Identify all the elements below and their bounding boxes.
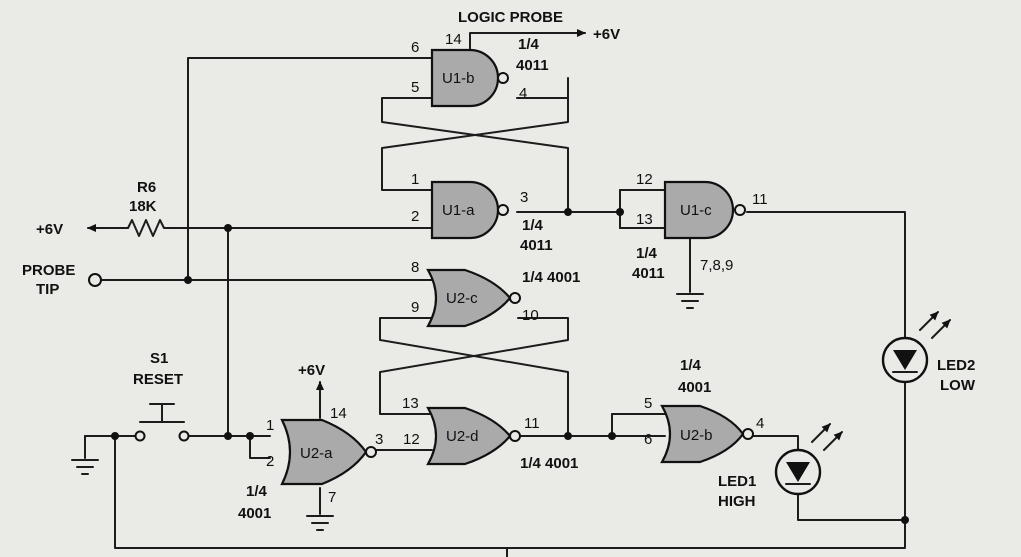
r6-ref-label: R6 — [137, 179, 156, 196]
pin-3-u2a: 3 — [375, 431, 383, 448]
supply-label-top: +6V — [593, 26, 620, 43]
u2d-part-label: 1/4 4001 — [520, 455, 578, 472]
u1b-quarter-label: 1/4 — [518, 36, 540, 53]
pin-14-u2a: 14 — [330, 405, 347, 422]
pin-3: 3 — [520, 189, 528, 206]
wiring — [84, 29, 906, 557]
led1-high — [774, 423, 843, 496]
u2a-ic-label: 4001 — [238, 505, 271, 522]
pin-9: 9 — [411, 299, 419, 316]
gate-label-u1b: U1-b — [442, 70, 475, 87]
pin-6-u2b: 6 — [644, 431, 652, 448]
u2b-quarter-label: 1/4 — [680, 357, 702, 374]
pin-8: 8 — [411, 259, 419, 276]
gate-u2c-nor — [426, 268, 521, 328]
pin-1-u2a: 1 — [266, 417, 274, 434]
pin-2-u2a: 2 — [266, 453, 274, 470]
pin-11-u2d: 11 — [524, 415, 540, 432]
pin-6: 6 — [411, 39, 419, 56]
gate-label-u2c: U2-c — [446, 290, 478, 307]
led1-state-label: HIGH — [718, 493, 756, 510]
u2a-quarter-label: 1/4 — [246, 483, 268, 500]
reset-switch-s1 — [134, 403, 190, 442]
probe-tip-terminal — [88, 273, 102, 287]
gate-label-u2d: U2-d — [446, 428, 479, 445]
gate-u1a-nand — [430, 180, 509, 240]
pin-11: 11 — [752, 191, 768, 208]
pin-10: 10 — [522, 307, 539, 324]
gate-u2a-nor — [280, 418, 377, 486]
ground-symbol-left — [71, 459, 99, 475]
u1a-quarter-label: 1/4 — [522, 217, 544, 234]
resistor-r6 — [127, 219, 169, 237]
switch-name-label: RESET — [133, 371, 183, 388]
probe-label-line2: TIP — [36, 281, 59, 298]
pin-7-u2a: 7 — [328, 489, 336, 506]
led2-ref-label: LED2 — [937, 357, 975, 374]
probe-label-line1: PROBE — [22, 262, 75, 279]
gate-label-u1a: U1-a — [442, 202, 475, 219]
pin-1: 1 — [411, 171, 419, 188]
schematic-title: LOGIC PROBE — [458, 9, 563, 26]
u1b-ic-label: 4011 — [516, 57, 549, 74]
gate-u2b-nor — [660, 404, 754, 464]
gate-u1c-nand — [663, 180, 746, 240]
u1a-ic-label: 4011 — [520, 237, 553, 254]
pin-13-u2d: 13 — [402, 395, 419, 412]
u1c-ic-label: 4011 — [632, 265, 665, 282]
u2b-ic-label: 4001 — [678, 379, 711, 396]
ground-symbol-u2a — [306, 515, 334, 531]
pin-5-u2b: 5 — [644, 395, 652, 412]
supply-label-left: +6V — [36, 221, 63, 238]
pin-12-u2d: 12 — [403, 431, 420, 448]
pin-2: 2 — [411, 208, 419, 225]
pin-14-u1b: 14 — [445, 31, 462, 48]
pin-7-8-9: 7,8,9 — [700, 257, 733, 274]
gate-label-u1c: U1-c — [680, 202, 712, 219]
junction-dots — [111, 208, 909, 524]
pin-13: 13 — [636, 211, 653, 228]
ground-symbol-u1c — [676, 293, 704, 309]
switch-ref-label: S1 — [150, 350, 168, 367]
pin-5: 5 — [411, 79, 419, 96]
led1-ref-label: LED1 — [718, 473, 756, 490]
u1c-quarter-label: 1/4 — [636, 245, 658, 262]
pin-12: 12 — [636, 171, 653, 188]
gate-u1b-nand — [430, 48, 509, 108]
gate-label-u2b: U2-b — [680, 427, 713, 444]
pin-numbers: 14 6 5 4 1 2 3 12 13 11 7,8,9 8 9 10 13 … — [266, 31, 768, 506]
u2c-part-label: 1/4 4001 — [522, 269, 580, 286]
supply-label-u2a: +6V — [298, 362, 325, 379]
gate-label-u2a: U2-a — [300, 445, 333, 462]
pin-4: 4 — [519, 85, 527, 102]
pin-4-u2b: 4 — [756, 415, 764, 432]
led2-state-label: LOW — [940, 377, 976, 394]
led2-low — [881, 311, 951, 384]
gate-u2d-nor — [426, 406, 521, 466]
r6-value-label: 18K — [129, 198, 157, 215]
